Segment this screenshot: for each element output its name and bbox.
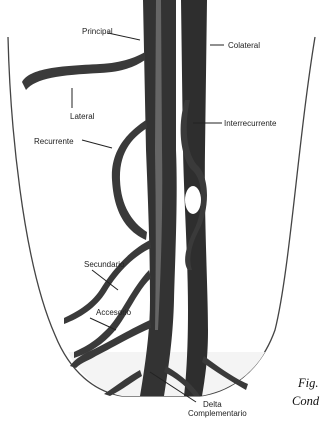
- label-recurrente: Recurrente: [34, 137, 74, 146]
- label-colateral: Colateral: [228, 41, 260, 50]
- interrecurrente-gap: [185, 186, 201, 214]
- label-delta-line1: Delta: [203, 400, 222, 409]
- label-delta-line2: Complementario: [188, 409, 247, 418]
- caption-line1: Fig.: [298, 376, 318, 391]
- label-secundario: Secundario: [84, 260, 125, 269]
- leader-principal: [108, 33, 140, 40]
- label-interrecurrente: Interrecurrente: [224, 119, 277, 128]
- leader-recurrente: [82, 140, 112, 148]
- label-accesorio: Accesorio: [96, 308, 132, 317]
- caption-line2: Cond: [292, 394, 319, 409]
- label-principal: Principal: [82, 27, 113, 36]
- label-lateral: Lateral: [70, 112, 95, 121]
- recurrente-canal: [112, 120, 147, 240]
- lateral-canal: [22, 52, 145, 90]
